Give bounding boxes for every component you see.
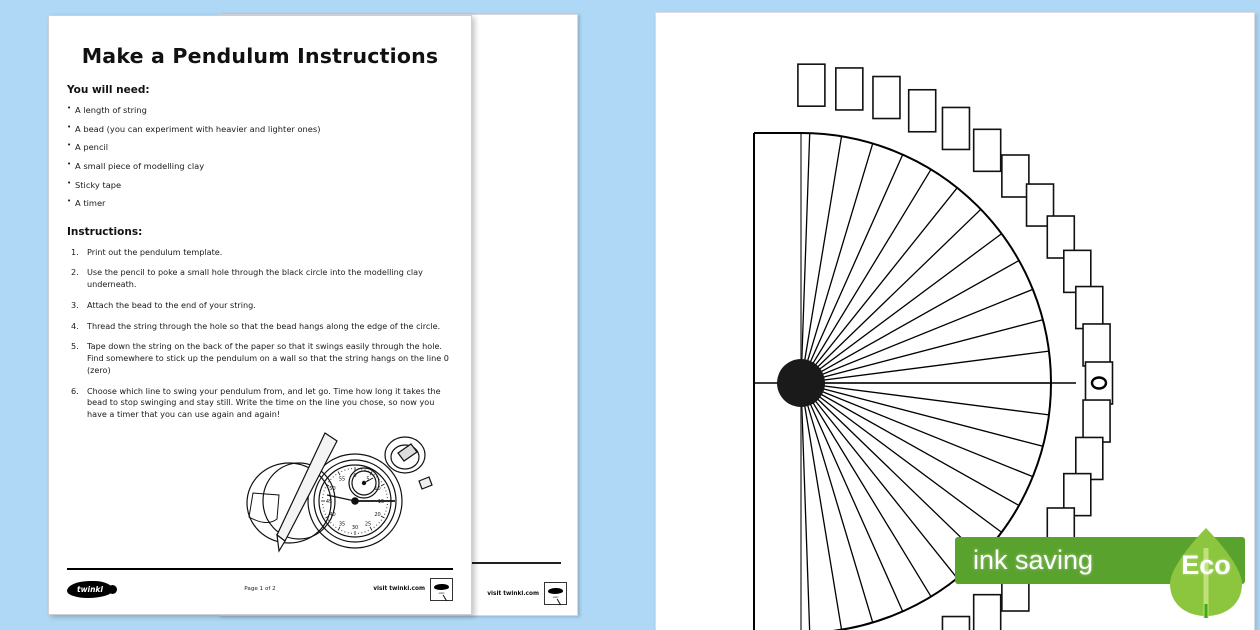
instructions-page[interactable]: Make a Pendulum Instructions You will ne… — [48, 15, 472, 615]
right-preview-panel: ink saving Eco — [650, 0, 1260, 630]
answer-box[interactable] — [1063, 249, 1092, 294]
instructions-list: Print out the pendulum template. Use the… — [67, 247, 453, 421]
answer-box[interactable] — [972, 128, 1002, 173]
zero-marker — [1090, 376, 1108, 390]
template-page-zoomed[interactable] — [655, 12, 1255, 630]
pivot-circle — [777, 359, 825, 407]
svg-text:5: 5 — [366, 476, 369, 482]
list-item: Sticky tape — [67, 179, 453, 191]
twinkl-logo-icon[interactable]: twinkl — [67, 580, 117, 598]
list-item: Attach the bead to the end of your strin… — [71, 299, 256, 311]
answer-box[interactable] — [1082, 323, 1111, 367]
answer-box[interactable] — [1074, 285, 1104, 330]
list-item: A timer — [67, 197, 453, 209]
svg-text:30: 30 — [352, 525, 358, 531]
list-item: Print out the pendulum template. — [71, 246, 223, 258]
answer-box[interactable] — [1001, 568, 1030, 612]
twinkl-stamp-icon: twinkl — [430, 577, 453, 601]
list-item: A small piece of modelling clay — [67, 160, 453, 172]
svg-text:40: 40 — [329, 512, 335, 518]
list-item: A pencil — [67, 141, 453, 153]
list-item: Use the pencil to poke a small hole thro… — [71, 267, 423, 290]
svg-text:25: 25 — [365, 522, 371, 528]
page-footer: twinkl Page 1 of 2 visit twinkl.com twin… — [67, 568, 453, 604]
list-item: A length of string — [67, 104, 453, 116]
svg-text:45: 45 — [326, 499, 332, 505]
page-title: Make a Pendulum Instructions — [81, 44, 439, 68]
twinkl-logo-text: twinkl — [77, 584, 103, 594]
page-number-label: Page 1 of 2 — [244, 586, 276, 592]
answer-box[interactable] — [941, 106, 971, 151]
svg-text:55: 55 — [339, 476, 345, 482]
svg-text:0: 0 — [353, 473, 356, 479]
answer-box[interactable] — [941, 615, 971, 630]
answer-box[interactable] — [1001, 154, 1030, 198]
answer-box[interactable] — [1082, 399, 1111, 443]
materials-list: A length of string A bead (you can exper… — [67, 104, 453, 210]
materials-heading: You will need: — [67, 84, 150, 96]
answer-box[interactable] — [1025, 539, 1055, 583]
svg-text:10: 10 — [374, 486, 380, 492]
visit-twinkl-text-back[interactable]: visit twinkl.com — [487, 590, 539, 597]
svg-text:35: 35 — [339, 522, 345, 528]
list-item: Thread the string through the hole so th… — [71, 320, 441, 332]
footer-right-group: visit twinkl.com twinkl — [373, 577, 453, 601]
pendulum-template-svg — [753, 63, 1114, 630]
answer-box[interactable] — [1084, 361, 1114, 405]
svg-text:15: 15 — [378, 499, 384, 505]
list-item: A bead (you can experiment with heavier … — [67, 123, 453, 135]
list-item: Tape down the string on the back of the … — [71, 341, 449, 375]
answer-box[interactable] — [907, 88, 937, 133]
instructions-heading: Instructions: — [67, 225, 143, 238]
answer-box[interactable] — [972, 593, 1002, 630]
visit-twinkl-text[interactable]: visit twinkl.com — [373, 586, 425, 592]
answer-box[interactable] — [835, 67, 864, 111]
answer-box[interactable] — [797, 63, 826, 107]
left-preview-panel: visit twinkl.com twinkl Make a Pendulum … — [0, 0, 626, 630]
answer-box[interactable] — [872, 75, 901, 120]
svg-text:20: 20 — [374, 512, 380, 518]
list-item: Choose which line to swing your pendulum… — [71, 385, 441, 419]
template-footer-back: visit twinkl.com twinkl — [487, 582, 567, 606]
twinkl-stamp-icon-back: twinkl — [544, 582, 567, 606]
svg-text:50: 50 — [329, 486, 335, 492]
